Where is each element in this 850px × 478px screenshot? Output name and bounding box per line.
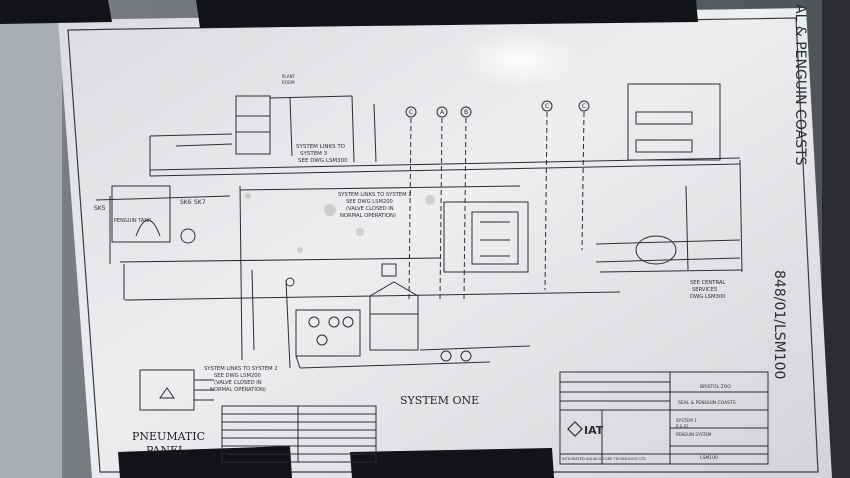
- circle-tag-3-label: B: [464, 109, 468, 116]
- circle-tags: [405, 100, 590, 118]
- circle-tag-1-label: C: [409, 109, 413, 116]
- system3-note-line3: SEE DWG LSM300: [298, 158, 348, 164]
- sheet-drawing-number: 848/01/LSM100: [771, 270, 787, 379]
- project-name: SEAL & PENGUIN COASTS: [678, 400, 736, 406]
- system3-note: SYSTEM LINKS TO SYSTEM 3 SEE DWG LSM300: [296, 144, 348, 164]
- system2-note-line1: SYSTEM LINKS TO SYSTEM 2: [338, 192, 412, 198]
- left-board: [0, 0, 62, 478]
- tape-top-center: [196, 0, 698, 28]
- plant-room-label-line1: PLANT: [282, 74, 295, 79]
- client-name: BRISTOL ZOO: [700, 384, 731, 390]
- sheet-type: P & ID: [676, 424, 688, 429]
- system2-note-line4: NORMAL OPERATION): [340, 213, 396, 219]
- tape-top-left: [0, 0, 112, 24]
- central-services-line2: SERVICES: [692, 287, 717, 293]
- circle-tag-5: [578, 100, 590, 112]
- system3-note-line2: SYSTEM 3: [300, 151, 328, 157]
- system2-note-lower-line1: SYSTEM LINKS TO SYSTEM 2: [204, 366, 278, 372]
- system2-note-lower-line2: SEE DWG LSM200: [214, 373, 261, 379]
- tape-bottom-center: [350, 448, 554, 478]
- circle-tag-3: [460, 106, 472, 118]
- plant-room-label-line2: ROOM: [282, 80, 295, 85]
- circle-tag-2: [436, 106, 448, 118]
- sheet-side-title: AL & PENGUIN COASTS: [792, 4, 808, 166]
- iat-logo-text: IAT: [584, 424, 604, 437]
- light-glare: [460, 30, 580, 90]
- central-services-note: SEE CENTRAL SERVICES DWG LSM300: [690, 280, 725, 300]
- system2-note-lower-line4: NORMAL OPERATION): [210, 387, 266, 393]
- iat-logo-diamond: [567, 421, 583, 437]
- system2-note-line2: SEE DWG LSM200: [346, 199, 393, 205]
- pneumatic-panel-title: PNEUMATIC PANEL: [132, 430, 205, 457]
- circle-tag-4-label: C: [545, 103, 549, 110]
- system2-note-line3: (VALVE CLOSED IN: [346, 206, 394, 212]
- drawing-sheet: [58, 8, 832, 478]
- system2-note: SYSTEM LINKS TO SYSTEM 2 SEE DWG LSM200 …: [338, 192, 412, 219]
- circle-tag-2-label: A: [440, 109, 445, 116]
- paper-stains: [245, 193, 435, 253]
- tank-tag-sk6: SK6: [180, 199, 192, 206]
- system-name: SYSTEM 1: [676, 418, 697, 423]
- subsystem-name: PENGUIN SYSTEM: [676, 432, 712, 437]
- tank-tag-sk5: SK5: [94, 205, 106, 212]
- pneumatic-panel-line2: PANEL: [146, 444, 186, 457]
- penguin-tank-label: PENGUIN TANK: [114, 218, 152, 224]
- system-one-title: SYSTEM ONE: [400, 394, 479, 407]
- circle-tag-4: [541, 100, 553, 112]
- system3-note-line1: SYSTEM LINKS TO: [296, 144, 346, 150]
- circle-tag-1: [405, 106, 417, 118]
- system2-note-lower-line3: (VALVE CLOSED IN: [214, 380, 262, 386]
- central-services-line1: SEE CENTRAL: [690, 280, 725, 286]
- drawing-number: LSM100: [700, 455, 718, 461]
- company-name: INTEGRATED AQUACULTURE TECHNOLOGY LTD: [562, 457, 646, 461]
- schematic-lines: [95, 83, 769, 465]
- system2-note-lower: SYSTEM LINKS TO SYSTEM 2 SEE DWG LSM200 …: [204, 366, 278, 393]
- tank-tag-sk7: SK7: [194, 199, 206, 206]
- central-services-line3: DWG LSM300: [690, 294, 725, 300]
- title-block: IAT INTEGRATED AQUACULTURE TECHNOLOGY LT…: [562, 384, 736, 461]
- circle-tag-5-label: C: [582, 103, 586, 110]
- pneumatic-panel-line1: PNEUMATIC: [132, 430, 205, 443]
